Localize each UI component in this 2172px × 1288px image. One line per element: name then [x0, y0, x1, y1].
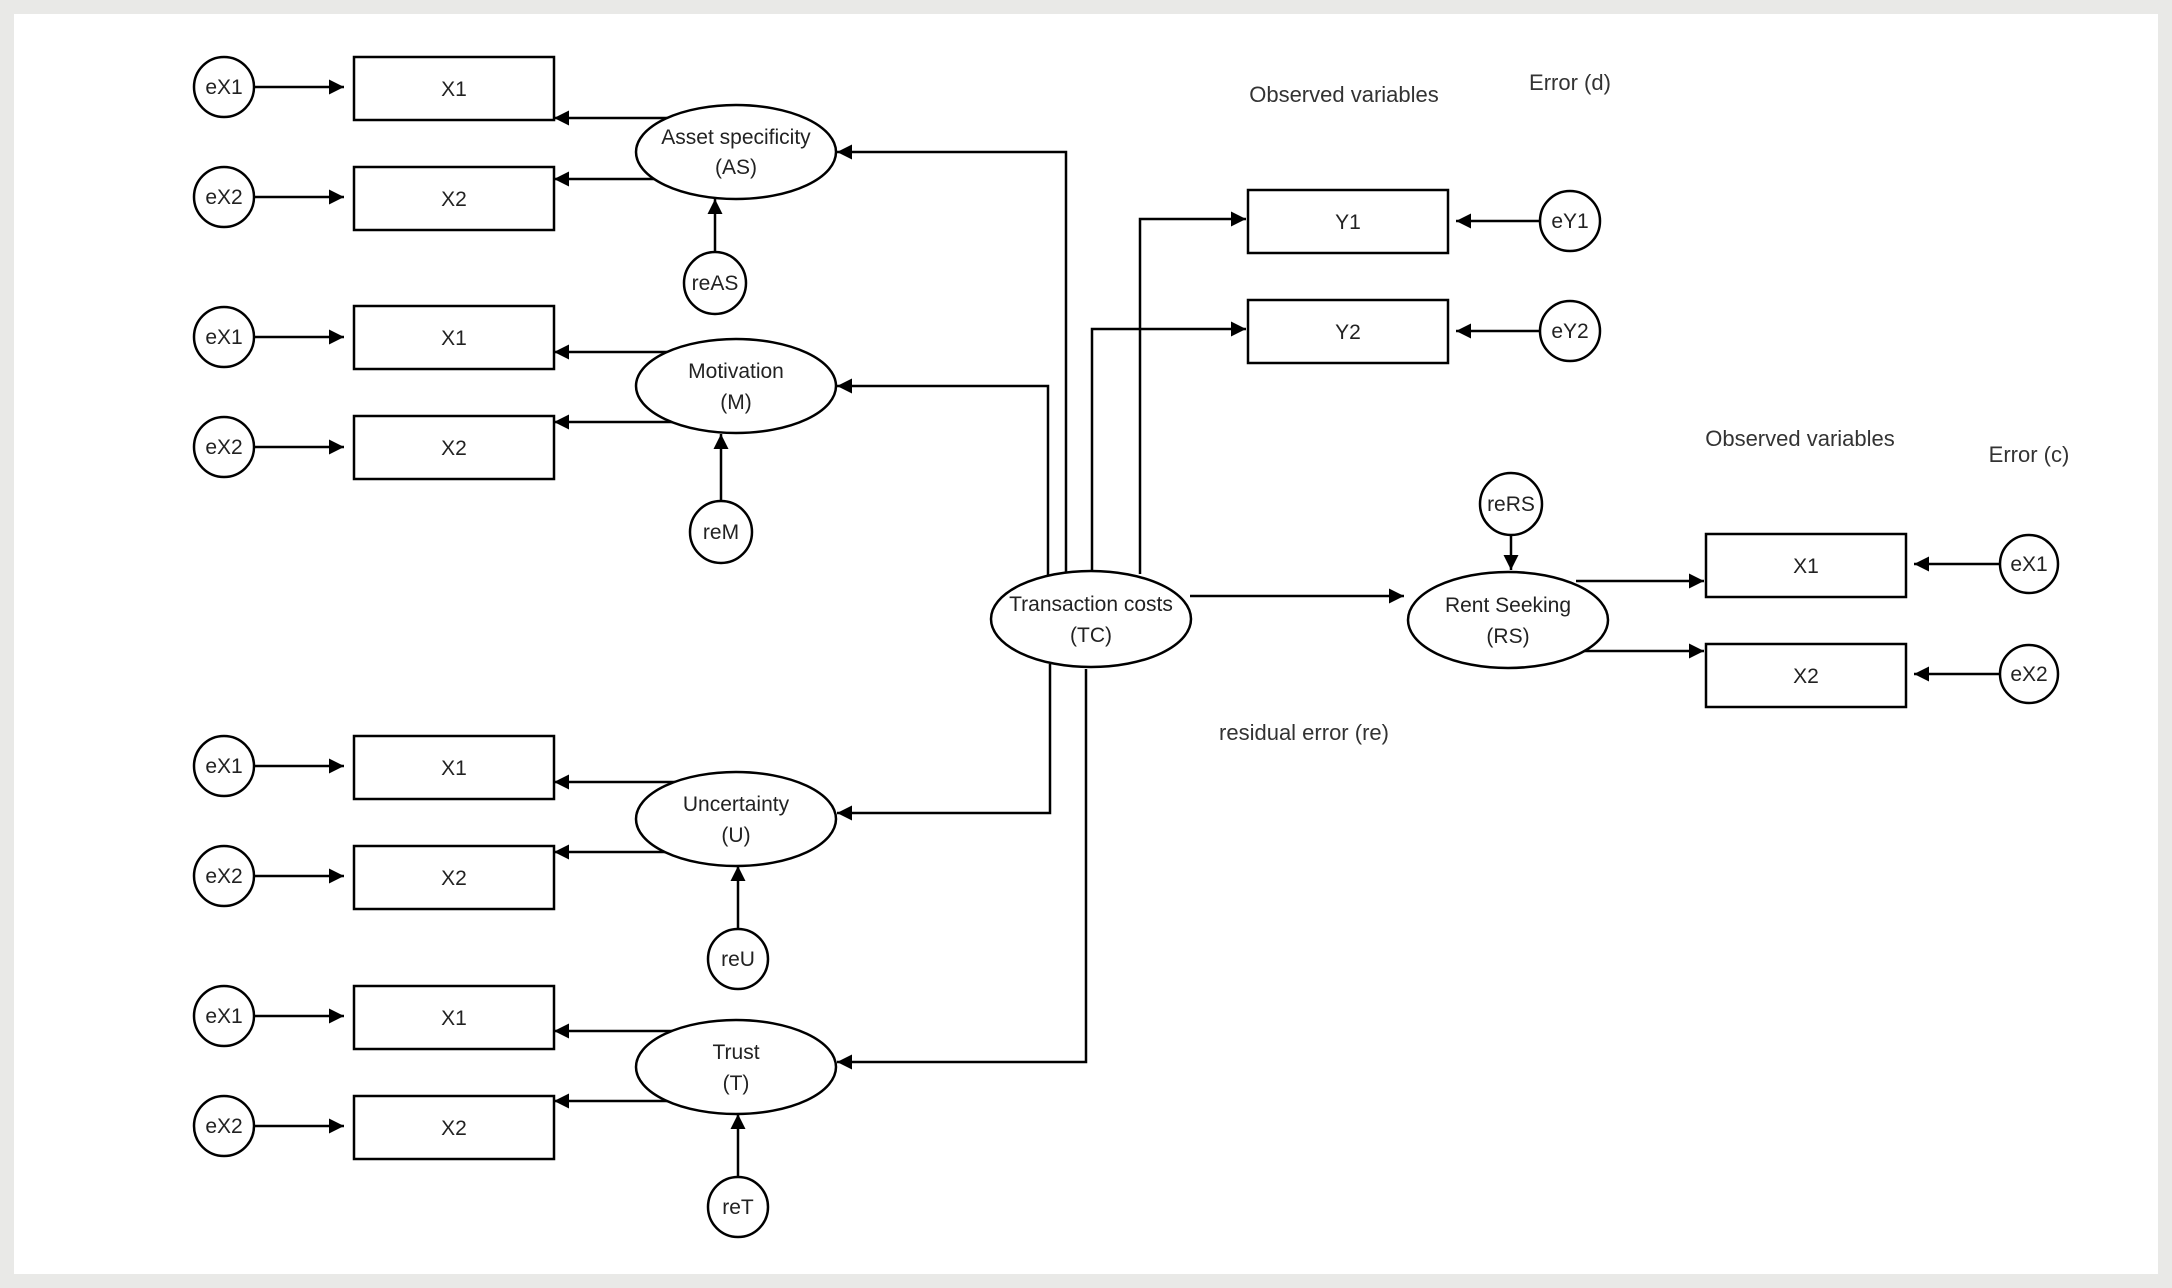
error-label-ex2-rs: eX2 — [2010, 663, 2047, 686]
path-tc-u — [837, 664, 1052, 821]
error-d-label: Error (d) — [1529, 70, 1611, 95]
latent-label-tc-line2: (TC) — [1070, 624, 1112, 647]
error-label-ex2-as: eX2 — [205, 186, 242, 209]
residual-label-rers: reRS — [1487, 493, 1535, 516]
residual-label-ret: reT — [722, 1196, 754, 1219]
error-circle-ex1-as — [192, 55, 256, 119]
latent-label-m-line2: (M) — [720, 391, 751, 414]
latent-label-m-line1: Motivation — [688, 360, 784, 383]
indicator-box-x2-u — [352, 844, 556, 911]
error-label-ey2: eY2 — [1551, 320, 1588, 343]
error-label-ex1-as: eX1 — [205, 76, 242, 99]
indicator-label-y1: Y1 — [1335, 211, 1361, 234]
indicator-box-x2-rs — [1704, 642, 1908, 709]
indicator-box-y1 — [1246, 188, 1450, 255]
error-label-ex1-m: eX1 — [205, 326, 242, 349]
latent-rent-seeking — [1406, 570, 1610, 670]
indicator-box-x2-m — [352, 414, 556, 481]
indicator-label-x2-m: X2 — [441, 437, 467, 460]
latent-label-rs-line2: (RS) — [1486, 625, 1529, 648]
indicator-label-x2-rs: X2 — [1793, 665, 1819, 688]
indicator-box-x1-u — [352, 734, 556, 801]
diagram-canvas: Observed variables Error (d) Observed va… — [14, 14, 2158, 1274]
error-circle-ex2-rs — [1998, 643, 2060, 705]
indicator-label-x1-rs: X1 — [1793, 555, 1819, 578]
indicator-label-x1-u: X1 — [441, 757, 467, 780]
latent-label-t-line2: (T) — [723, 1072, 750, 1095]
indicator-label-x2-u: X2 — [441, 867, 467, 890]
indicator-label-x1-m: X1 — [441, 327, 467, 350]
transaction-costs-group: Transaction costs (TC) Y1 Y2 eY1 eY2 — [989, 188, 1602, 669]
error-circle-ex2-m — [192, 415, 256, 479]
indicator-box-x1-t — [352, 984, 556, 1051]
latent-asset-specificity — [634, 103, 838, 201]
latent-uncertainty — [634, 770, 838, 868]
residual-label-reas: reAS — [692, 272, 739, 295]
trust-group: eX1 eX2 X1 X2 Trust (T) reT — [192, 984, 838, 1239]
latent-label-rs-line1: Rent Seeking — [1445, 594, 1571, 617]
error-circle-ey1 — [1538, 189, 1602, 253]
indicator-box-x1-rs — [1704, 532, 1908, 599]
indicator-label-x1-t: X1 — [441, 1007, 467, 1030]
error-label-ex1-rs: eX1 — [2010, 553, 2047, 576]
latent-label-t-line1: Trust — [712, 1041, 759, 1064]
error-circle-ex1-rs — [1998, 533, 2060, 595]
error-circle-ex1-t — [192, 984, 256, 1048]
error-label-ex1-t: eX1 — [205, 1005, 242, 1028]
sem-path-diagram: Observed variables Error (d) Observed va… — [192, 55, 2070, 1239]
uncertainty-group: eX1 eX2 X1 X2 Uncertainty (U) reU — [192, 734, 838, 991]
indicator-box-x1-as — [352, 55, 556, 122]
error-circle-ex2-u — [192, 844, 256, 908]
observed-variables-label-top: Observed variables — [1249, 82, 1439, 107]
error-circle-ex1-m — [192, 305, 256, 369]
residual-label-reu: reU — [721, 948, 755, 971]
residual-circle-reu — [706, 927, 770, 991]
indicator-box-y2 — [1246, 298, 1450, 365]
error-c-label: Error (c) — [1989, 442, 2070, 467]
observed-variables-label-right: Observed variables — [1705, 426, 1895, 451]
structural-paths — [837, 144, 1404, 1070]
error-label-ex2-m: eX2 — [205, 436, 242, 459]
rent-seeking-group: Rent Seeking (RS) reRS X1 X2 eX1 eX2 — [1406, 471, 2060, 709]
latent-label-as-line1: Asset specificity — [661, 126, 811, 149]
error-label-ey1: eY1 — [1551, 210, 1588, 233]
residual-circle-ret — [706, 1175, 770, 1239]
error-circle-ex1-u — [192, 734, 256, 798]
error-label-ex1-u: eX1 — [205, 755, 242, 778]
indicator-label-x1-as: X1 — [441, 78, 467, 101]
latent-trust — [634, 1018, 838, 1116]
indicator-box-x2-t — [352, 1094, 556, 1161]
latent-motivation — [634, 337, 838, 435]
asset-specificity-group: eX1 eX2 X1 X2 Asset specificity (AS) reA… — [192, 55, 838, 316]
latent-label-tc-line1: Transaction costs — [1009, 593, 1173, 616]
residual-circle-rers — [1478, 471, 1544, 537]
residual-error-label: residual error (re) — [1219, 720, 1389, 745]
path-tc-m — [837, 378, 1050, 589]
error-circle-ey2 — [1538, 299, 1602, 363]
error-circle-ex2-as — [192, 165, 256, 229]
latent-label-u-line2: (U) — [721, 824, 750, 847]
residual-circle-rem — [688, 499, 754, 565]
path-tc-y2 — [1090, 321, 1246, 574]
residual-circle-reas — [682, 250, 748, 316]
path-tc-y1 — [1138, 211, 1246, 574]
error-label-ex2-t: eX2 — [205, 1115, 242, 1138]
indicator-box-x2-as — [352, 165, 556, 232]
latent-transaction-costs — [989, 569, 1193, 669]
motivation-group: eX1 eX2 X1 X2 Motivation (M) reM — [192, 304, 838, 565]
latent-label-as-line2: (AS) — [715, 156, 757, 179]
error-circle-ex2-t — [192, 1094, 256, 1158]
indicator-box-x1-m — [352, 304, 556, 371]
indicator-label-x2-as: X2 — [441, 188, 467, 211]
path-tc-as — [837, 144, 1068, 586]
path-tc-t — [837, 669, 1088, 1070]
error-label-ex2-u: eX2 — [205, 865, 242, 888]
indicator-label-y2: Y2 — [1335, 321, 1361, 344]
indicator-label-x2-t: X2 — [441, 1117, 467, 1140]
residual-label-rem: reM — [703, 521, 739, 544]
latent-label-u-line1: Uncertainty — [683, 793, 790, 816]
